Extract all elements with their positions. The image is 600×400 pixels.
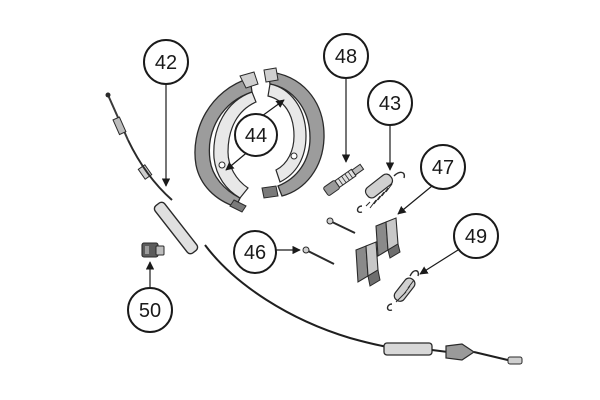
callout-47-label: 47: [432, 157, 454, 179]
callout-46: 46: [233, 230, 277, 274]
callout-48: 48: [323, 33, 369, 79]
spring-49: [386, 270, 420, 312]
callout-42: 42: [143, 39, 189, 85]
callout-50-label: 50: [139, 300, 161, 322]
cable-clip: [141, 242, 165, 258]
hold-down-pins: [302, 217, 356, 265]
callout-43: 43: [367, 80, 413, 126]
callout-44-label: 44: [245, 125, 267, 147]
callout-43-label: 43: [379, 93, 401, 115]
callout-46-label: 46: [244, 242, 266, 264]
leader-49: [419, 249, 459, 275]
shoe-hold-down-clips: [355, 217, 401, 287]
leader-44b: [261, 99, 285, 117]
callout-50: 50: [127, 287, 173, 333]
brake-shoes: [194, 67, 325, 213]
callout-42-label: 42: [155, 52, 177, 74]
adjuster: [323, 163, 365, 196]
spring-43: [356, 171, 406, 214]
callout-49: 49: [453, 213, 499, 259]
parking-brake-cable: [105, 92, 523, 365]
callout-44: 44: [234, 113, 278, 157]
leader-47: [397, 185, 433, 215]
callout-48-label: 48: [335, 46, 357, 68]
callout-47: 47: [420, 144, 466, 190]
callout-49-label: 49: [465, 226, 487, 248]
leader-lines: [145, 78, 459, 288]
